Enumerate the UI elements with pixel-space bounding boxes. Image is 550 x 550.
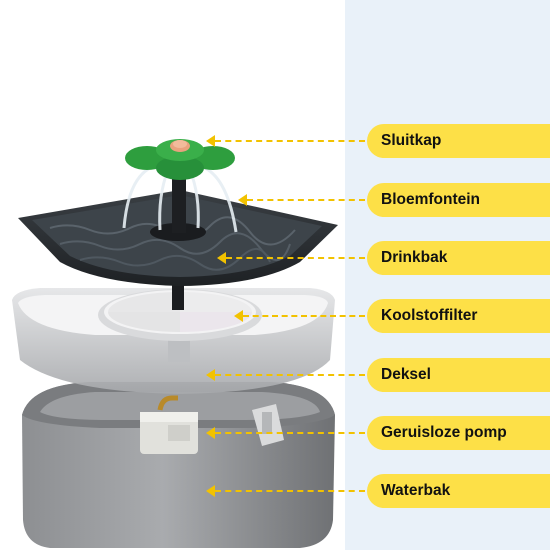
flower-fountain [125, 139, 235, 233]
callout-label-waterbak: Waterbak [367, 474, 550, 508]
closing-cap [170, 140, 190, 152]
pump-bracket [252, 404, 284, 446]
callout-arrow-sluitkap [206, 135, 215, 147]
callout-label-sluitkap: Sluitkap [367, 124, 550, 158]
callout-label-koolstoffilter: Koolstoffilter [367, 299, 550, 333]
callout-label-deksel: Deksel [367, 358, 550, 392]
callout-label-drinkbak: Drinkbak [367, 241, 550, 275]
callout-arrow-deksel [206, 369, 215, 381]
callout-arrow-bloemfontein [238, 194, 247, 206]
callout-label-bloemfontein: Bloemfontein [367, 183, 550, 217]
silent-pump [140, 395, 198, 454]
carbon-filter [98, 289, 262, 341]
callout-panel-background [345, 0, 550, 550]
callout-leader-deksel [215, 374, 365, 376]
callout-arrow-waterbak [206, 485, 215, 497]
drinking-tray [18, 190, 338, 286]
callout-label-geruisloze-pomp: Geruisloze pomp [367, 416, 550, 450]
callout-leader-drinkbak [226, 257, 365, 259]
callout-leader-koolstoffilter [243, 315, 365, 317]
callout-leader-sluitkap [215, 140, 365, 142]
callout-arrow-geruisloze-pomp [206, 427, 215, 439]
water-tank [22, 382, 335, 548]
callout-leader-geruisloze-pomp [215, 432, 365, 434]
callout-arrow-drinkbak [217, 252, 226, 264]
callout-arrow-koolstoffilter [234, 310, 243, 322]
fountain-exploded-view [12, 139, 338, 548]
callout-leader-bloemfontein [247, 199, 365, 201]
callout-leader-waterbak [215, 490, 365, 492]
